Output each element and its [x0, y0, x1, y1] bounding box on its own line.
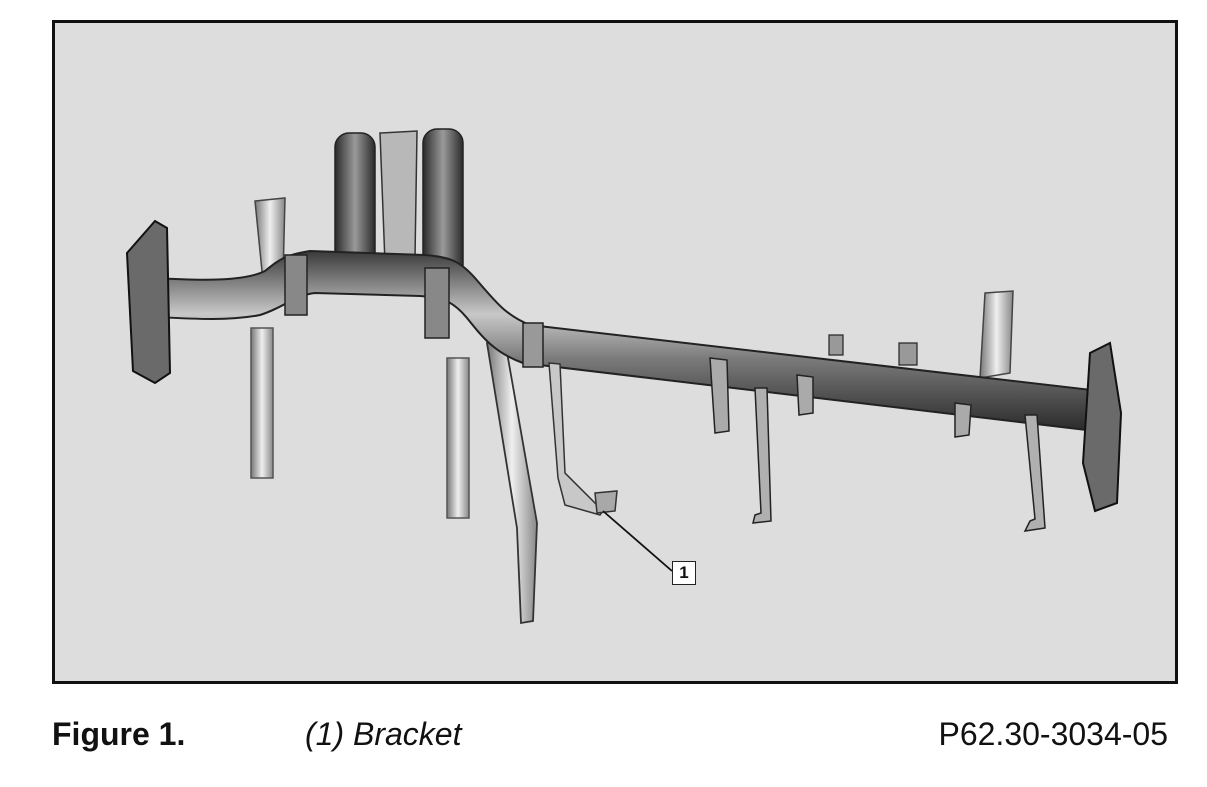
upper-right-bracket	[979, 290, 1014, 379]
center-strut	[446, 357, 470, 519]
stud-1	[828, 334, 844, 356]
figure-reference-code: P62.30-3034-05	[938, 716, 1168, 752]
figure-label: Figure 1.	[52, 716, 186, 752]
lower-leg-1	[752, 387, 772, 524]
lower-leg-2	[1023, 414, 1046, 532]
figure-frame: 1	[52, 20, 1178, 684]
stud-2	[898, 342, 918, 366]
figure-description: (1) Bracket	[305, 716, 462, 752]
bracket-1-tab	[594, 490, 618, 514]
bracket-1	[548, 362, 604, 516]
right-end-plate	[1081, 341, 1123, 513]
figure-caption: Figure 1. (1) Bracket P62.30-3034-05	[52, 716, 1168, 766]
tab-1	[709, 357, 730, 434]
clamp-left	[284, 254, 308, 316]
clamp-center	[424, 267, 450, 339]
left-end-plate	[125, 219, 172, 385]
clamp-right	[522, 322, 544, 368]
column-mount	[379, 130, 418, 264]
callout-1: 1	[672, 561, 696, 585]
tab-3	[954, 402, 972, 438]
left-strut	[250, 327, 274, 479]
cross-car-beam-illustration	[125, 128, 1123, 625]
callout-leader-line	[602, 510, 673, 572]
diagonal-leg	[485, 340, 538, 625]
tab-2	[796, 374, 814, 416]
